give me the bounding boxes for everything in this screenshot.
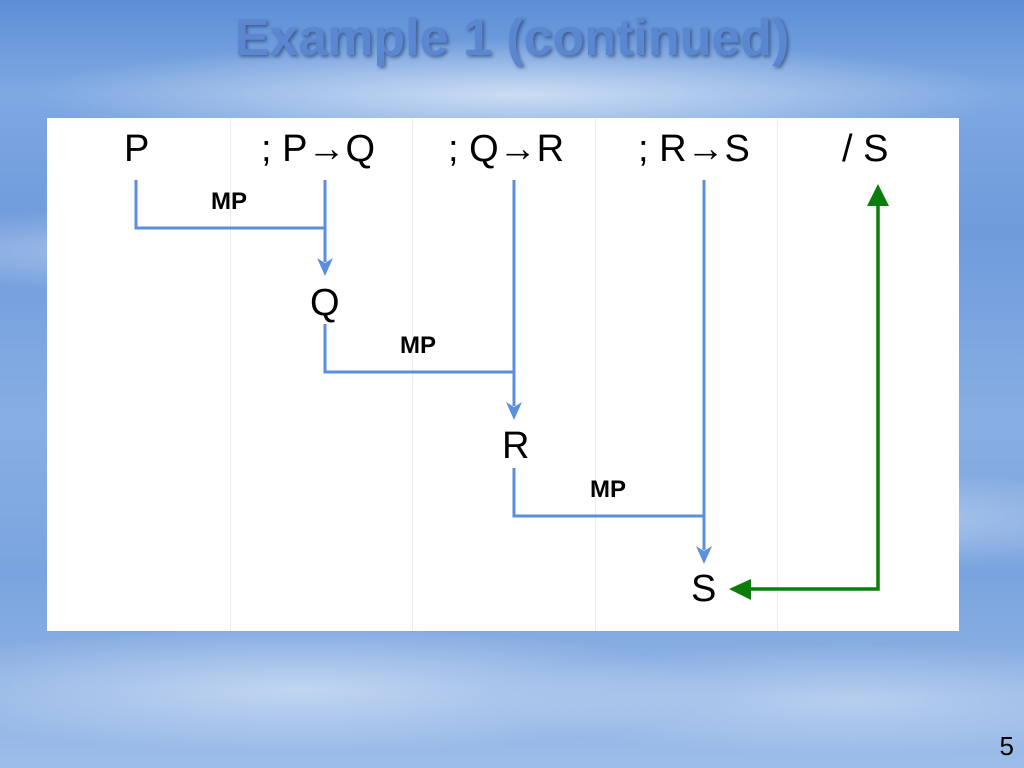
derived-s: S — [691, 568, 717, 610]
conclusion-s: / S — [842, 128, 889, 170]
mp-step-1-arrowhead — [317, 258, 333, 276]
mp-step-2-arrowhead — [506, 402, 522, 420]
mp-label-step-2: MP — [400, 332, 436, 359]
derived-r: R — [502, 425, 530, 467]
slide-title: Example 1 (continued) — [234, 9, 790, 67]
column-divider — [595, 118, 596, 631]
column-divider — [230, 118, 231, 631]
mp-step-2-line-q — [323, 324, 514, 374]
page-number: 5 — [999, 731, 1014, 761]
premise-q-implies-r: ; Q→R — [448, 128, 565, 170]
mp-step-1-line-p — [134, 180, 325, 230]
mp-label-step-3: MP — [590, 476, 626, 503]
derived-q: Q — [310, 282, 340, 324]
premise-p: P — [124, 128, 150, 170]
column-divider — [412, 118, 413, 631]
mp-step-3-arrowhead — [696, 546, 712, 564]
conclusion-arrowhead-left — [729, 579, 751, 600]
conclusion-link-line — [748, 204, 880, 591]
column-divider — [777, 118, 778, 631]
premise-r-implies-s: ; R→S — [638, 128, 750, 170]
conclusion-arrowhead-up — [867, 184, 889, 206]
derivation-panel — [47, 118, 959, 631]
mp-label-step-1: MP — [211, 188, 247, 215]
premise-p-implies-q: ; P→Q — [261, 128, 376, 170]
mp-step-3-line-r — [512, 468, 704, 518]
